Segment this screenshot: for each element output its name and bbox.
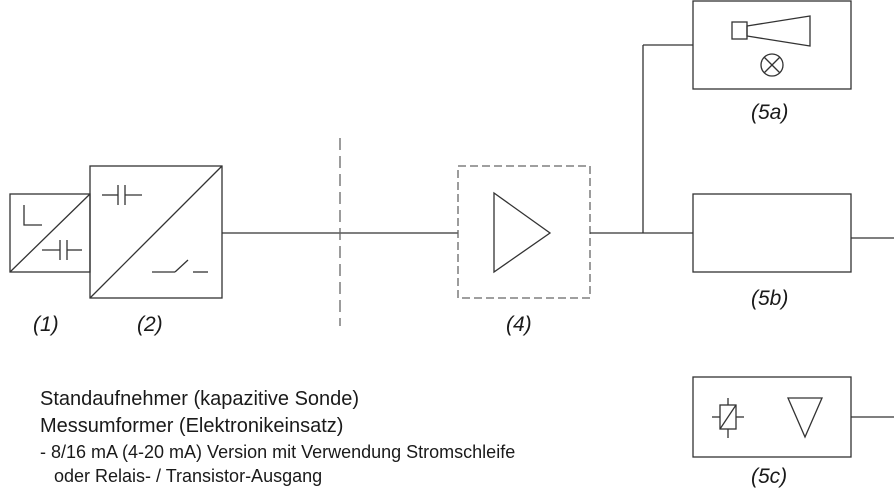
- label-5a: (5a): [751, 101, 789, 124]
- legend-line-2: Messumformer (Elektronikeinsatz): [40, 415, 344, 437]
- sensor-probe-block: [9, 193, 91, 273]
- output-triangle-icon: [787, 397, 823, 439]
- horn-icon: [731, 15, 811, 47]
- legend-line-1: Standaufnehmer (kapazitive Sonde): [40, 388, 360, 410]
- relay-coil-icon: [712, 398, 744, 438]
- legend-line-4: oder Relais- / Transistor-Ausgang: [54, 466, 323, 486]
- label-5c: (5c): [751, 465, 788, 488]
- alarm-output-block: [692, 0, 852, 90]
- relay-output-block: [692, 376, 852, 458]
- legend-line-3: - 8/16 mA (4-20 mA) Version mit Verwendu…: [40, 442, 516, 462]
- transmitter-block: [89, 165, 223, 299]
- output-connections: [590, 44, 894, 418]
- amplifier-block: [457, 165, 591, 299]
- label-2: (2): [137, 313, 163, 336]
- lamp-icon: [760, 53, 784, 77]
- label-1: (1): [33, 313, 59, 336]
- legend: Standaufnehmer (kapazitive Sonde) Messum…: [40, 386, 515, 488]
- label-4: (4): [506, 313, 532, 336]
- controller-output-block: [692, 193, 852, 273]
- label-5b: (5b): [751, 287, 789, 310]
